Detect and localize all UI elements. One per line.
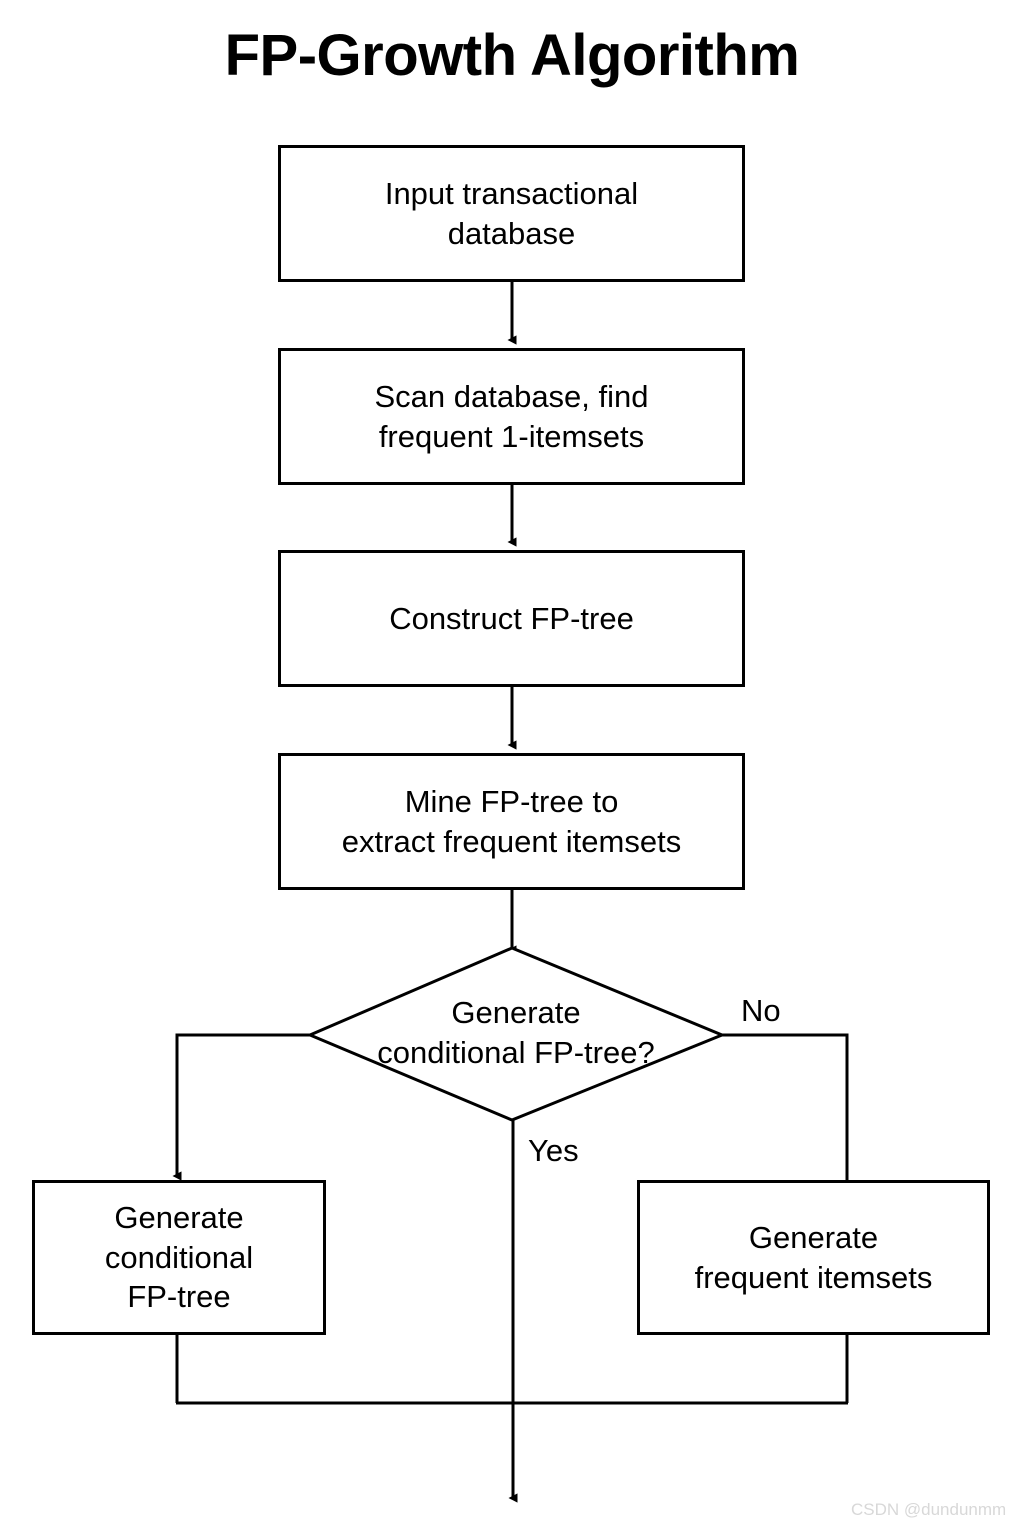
node-scan-database[interactable]: Scan database, find frequent 1-itemsets	[278, 348, 745, 485]
node-label: Mine FP-tree to extract frequent itemset…	[341, 783, 682, 859]
edge-label-yes: Yes	[528, 1133, 579, 1168]
node-mine-fp-tree[interactable]: Mine FP-tree to extract frequent itemset…	[278, 753, 745, 890]
node-label: Construct FP-tree	[389, 600, 634, 636]
node-construct-fp-tree[interactable]: Construct FP-tree	[278, 550, 745, 687]
edge-label-no: No	[741, 993, 781, 1028]
node-generate-frequent-itemsets[interactable]: Generate frequent itemsets	[637, 1180, 990, 1335]
edge-decision-to-conditional-tree	[172, 1033, 310, 1181]
node-label: Generate frequent itemsets	[694, 1219, 933, 1295]
watermark: CSDN @dundunmm	[851, 1500, 1007, 1519]
edge-decision-no-to-frequent-itemsets	[722, 1033, 849, 1180]
page-title: FP-Growth Algorithm	[224, 23, 800, 88]
node-label: Input transactional database	[384, 175, 639, 251]
decision-node-label: Generate conditional FP-tree?	[377, 995, 655, 1070]
node-input-transactional-database[interactable]: Input transactional database	[278, 145, 745, 282]
node-label: Scan database, find frequent 1-itemsets	[374, 378, 649, 454]
node-label: Generate conditional FP-tree	[104, 1199, 254, 1315]
node-generate-conditional-fp-tree[interactable]: Generate conditional FP-tree	[32, 1180, 326, 1335]
